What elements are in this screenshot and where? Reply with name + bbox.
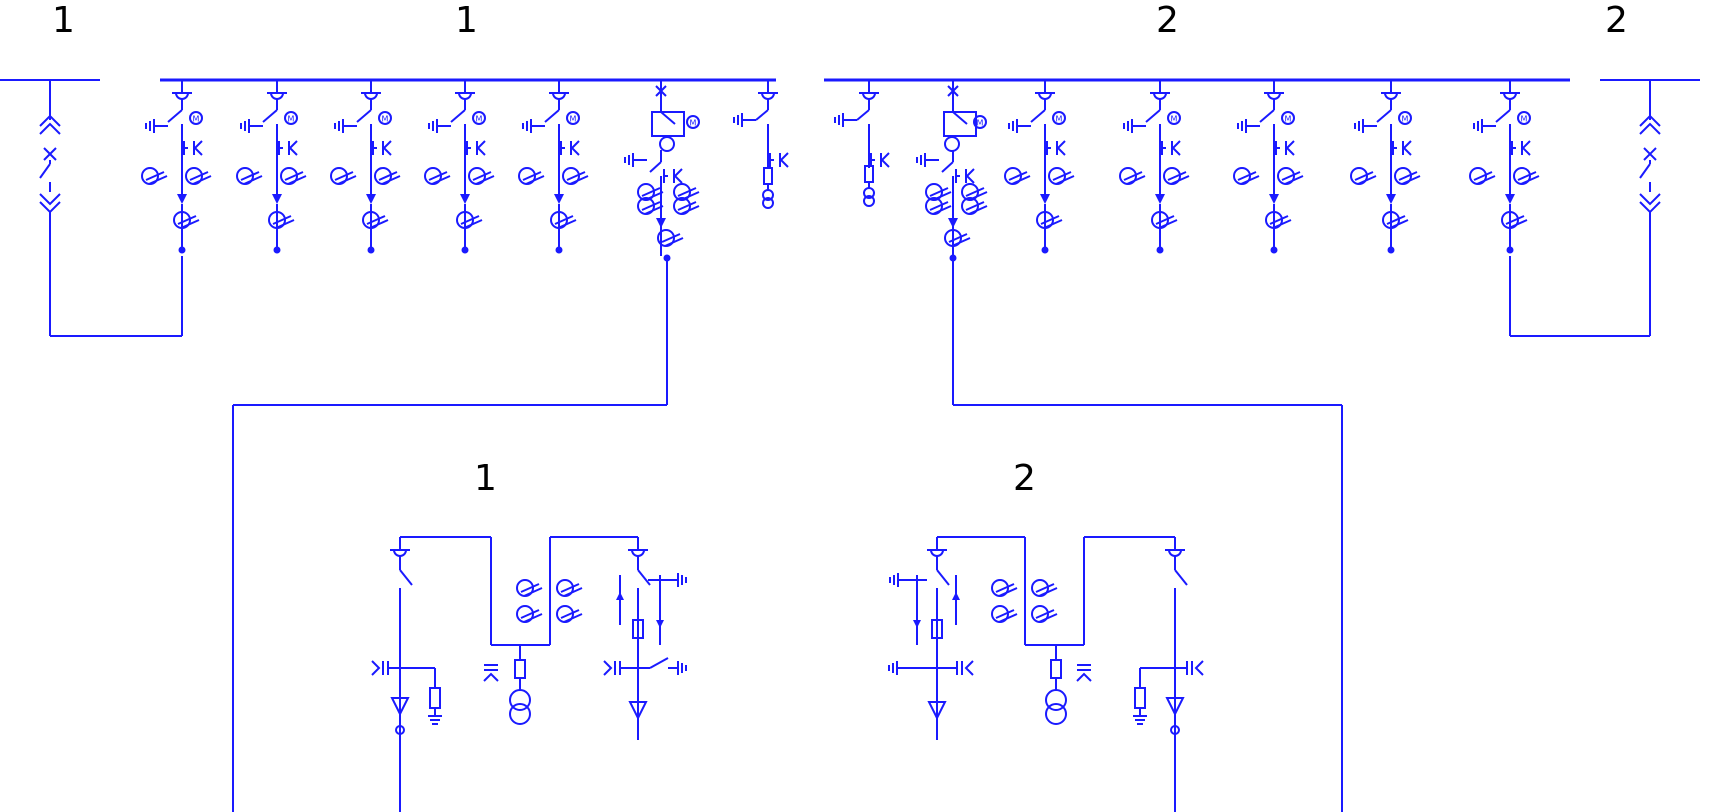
- feeder-1-4: [425, 80, 494, 253]
- feeder-2-1: [1005, 80, 1074, 253]
- feeder-2-3: [1234, 80, 1303, 253]
- feeder-1-1: [142, 80, 211, 253]
- feeder-2-4: [1351, 80, 1420, 253]
- vt-cell-2: [834, 79, 890, 207]
- label-top-section-2: 2: [1156, 0, 1179, 41]
- feeder-2-2: [1120, 80, 1189, 253]
- feeder-1-2: [237, 80, 306, 253]
- feeder-1-5: [519, 80, 588, 253]
- vt-cell-1: [733, 79, 789, 209]
- label-top-section-1: 1: [455, 0, 478, 41]
- feeder-2-5: [1470, 80, 1539, 253]
- label-bottom-section-2: 2: [1013, 458, 1036, 499]
- label-top-far-right: 2: [1605, 0, 1628, 41]
- label-top-far-left: 1: [52, 0, 75, 41]
- transformer-feeder-1: [232, 80, 700, 812]
- transformer-feeder-2: [916, 80, 1343, 812]
- substation-2: [888, 536, 1204, 812]
- feeder-1-3: [331, 80, 400, 253]
- label-bottom-section-1: 1: [474, 458, 497, 499]
- incomer-left: [39, 80, 183, 337]
- substation-1: [371, 536, 687, 812]
- incomer-right: [1509, 80, 1661, 337]
